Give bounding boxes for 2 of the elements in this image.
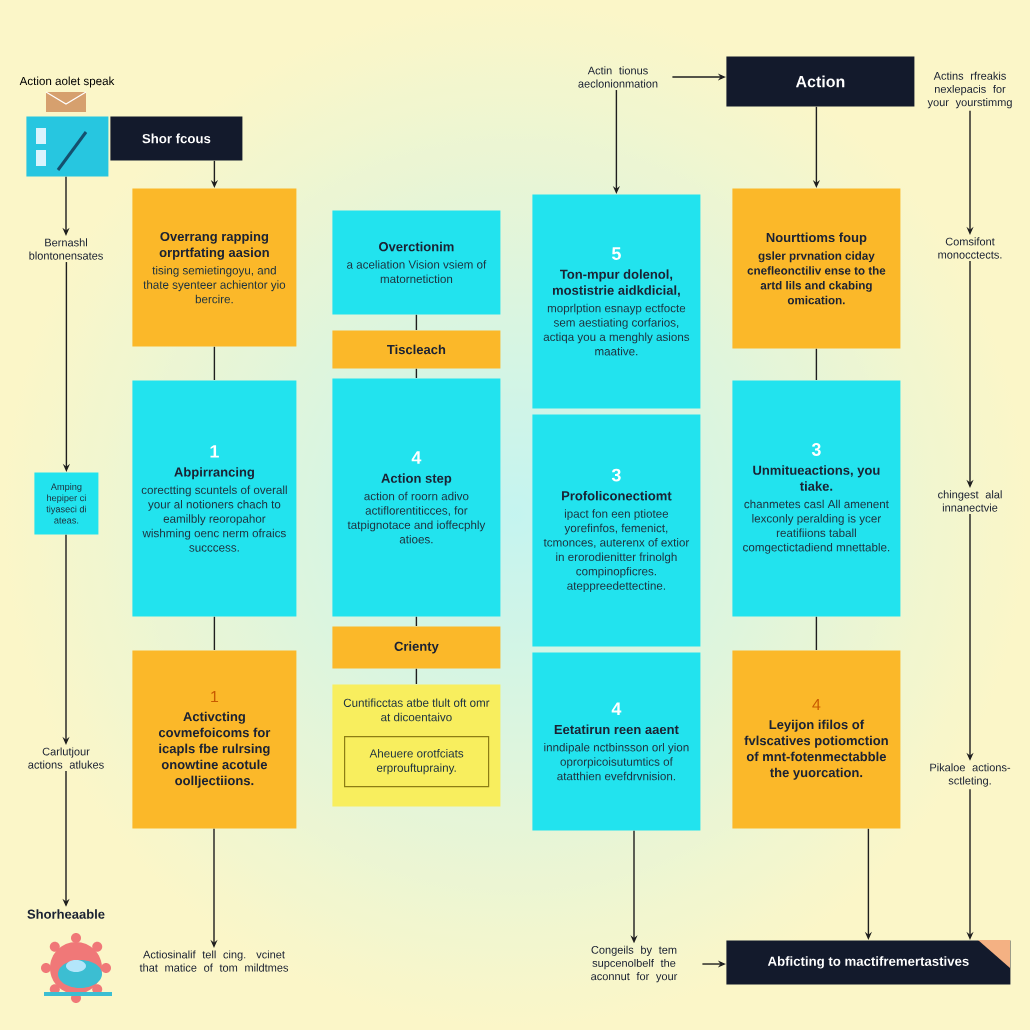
building-icon — [26, 91, 109, 177]
header-box: Action — [726, 56, 915, 107]
